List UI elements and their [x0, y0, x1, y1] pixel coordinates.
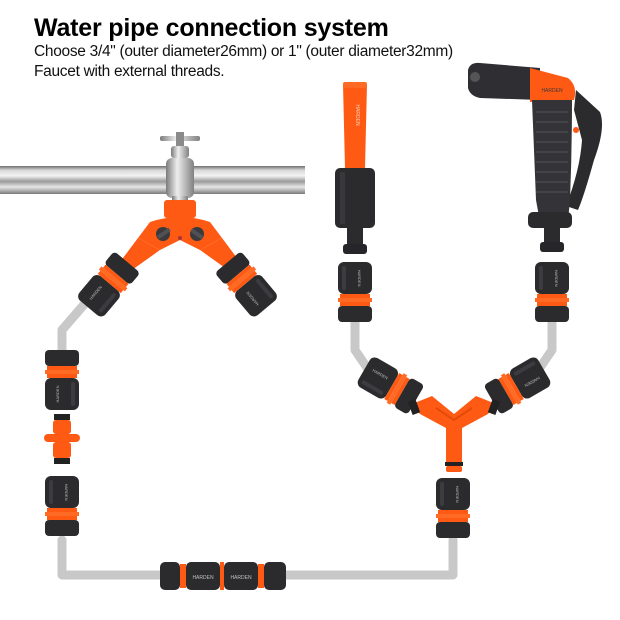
quick-connector-left-lower [45, 476, 79, 536]
wall-pipe [0, 166, 305, 194]
subtitle-line-1: Choose 3/4" (outer diameter26mm) or 1" (… [34, 43, 453, 60]
double-male-coupler [44, 414, 80, 464]
svg-text:HARDEN: HARDEN [541, 88, 563, 94]
inline-hose-mender: HARDEN HARDEN [160, 562, 286, 590]
faucet [160, 132, 200, 206]
adjustable-hose-nozzle: HARDEN [335, 82, 375, 254]
svg-text:HARDEN: HARDEN [354, 104, 360, 126]
quick-connector-y-bottom [436, 478, 470, 538]
quick-connector-nozzle [338, 262, 372, 322]
pistol-spray-gun: HARDEN [468, 62, 602, 252]
three-way-y-connector [407, 396, 501, 472]
two-way-y-valve [113, 200, 247, 270]
svg-text:HARDEN: HARDEN [192, 575, 214, 581]
quick-connector-left-upper [45, 350, 79, 410]
page-title: Water pipe connection system [34, 14, 389, 42]
svg-text:HARDEN: HARDEN [230, 575, 252, 581]
hose-lines [57, 295, 557, 580]
quick-connector-spray-gun [535, 262, 569, 322]
subtitle-line-2: Faucet with external threads. [34, 63, 225, 80]
